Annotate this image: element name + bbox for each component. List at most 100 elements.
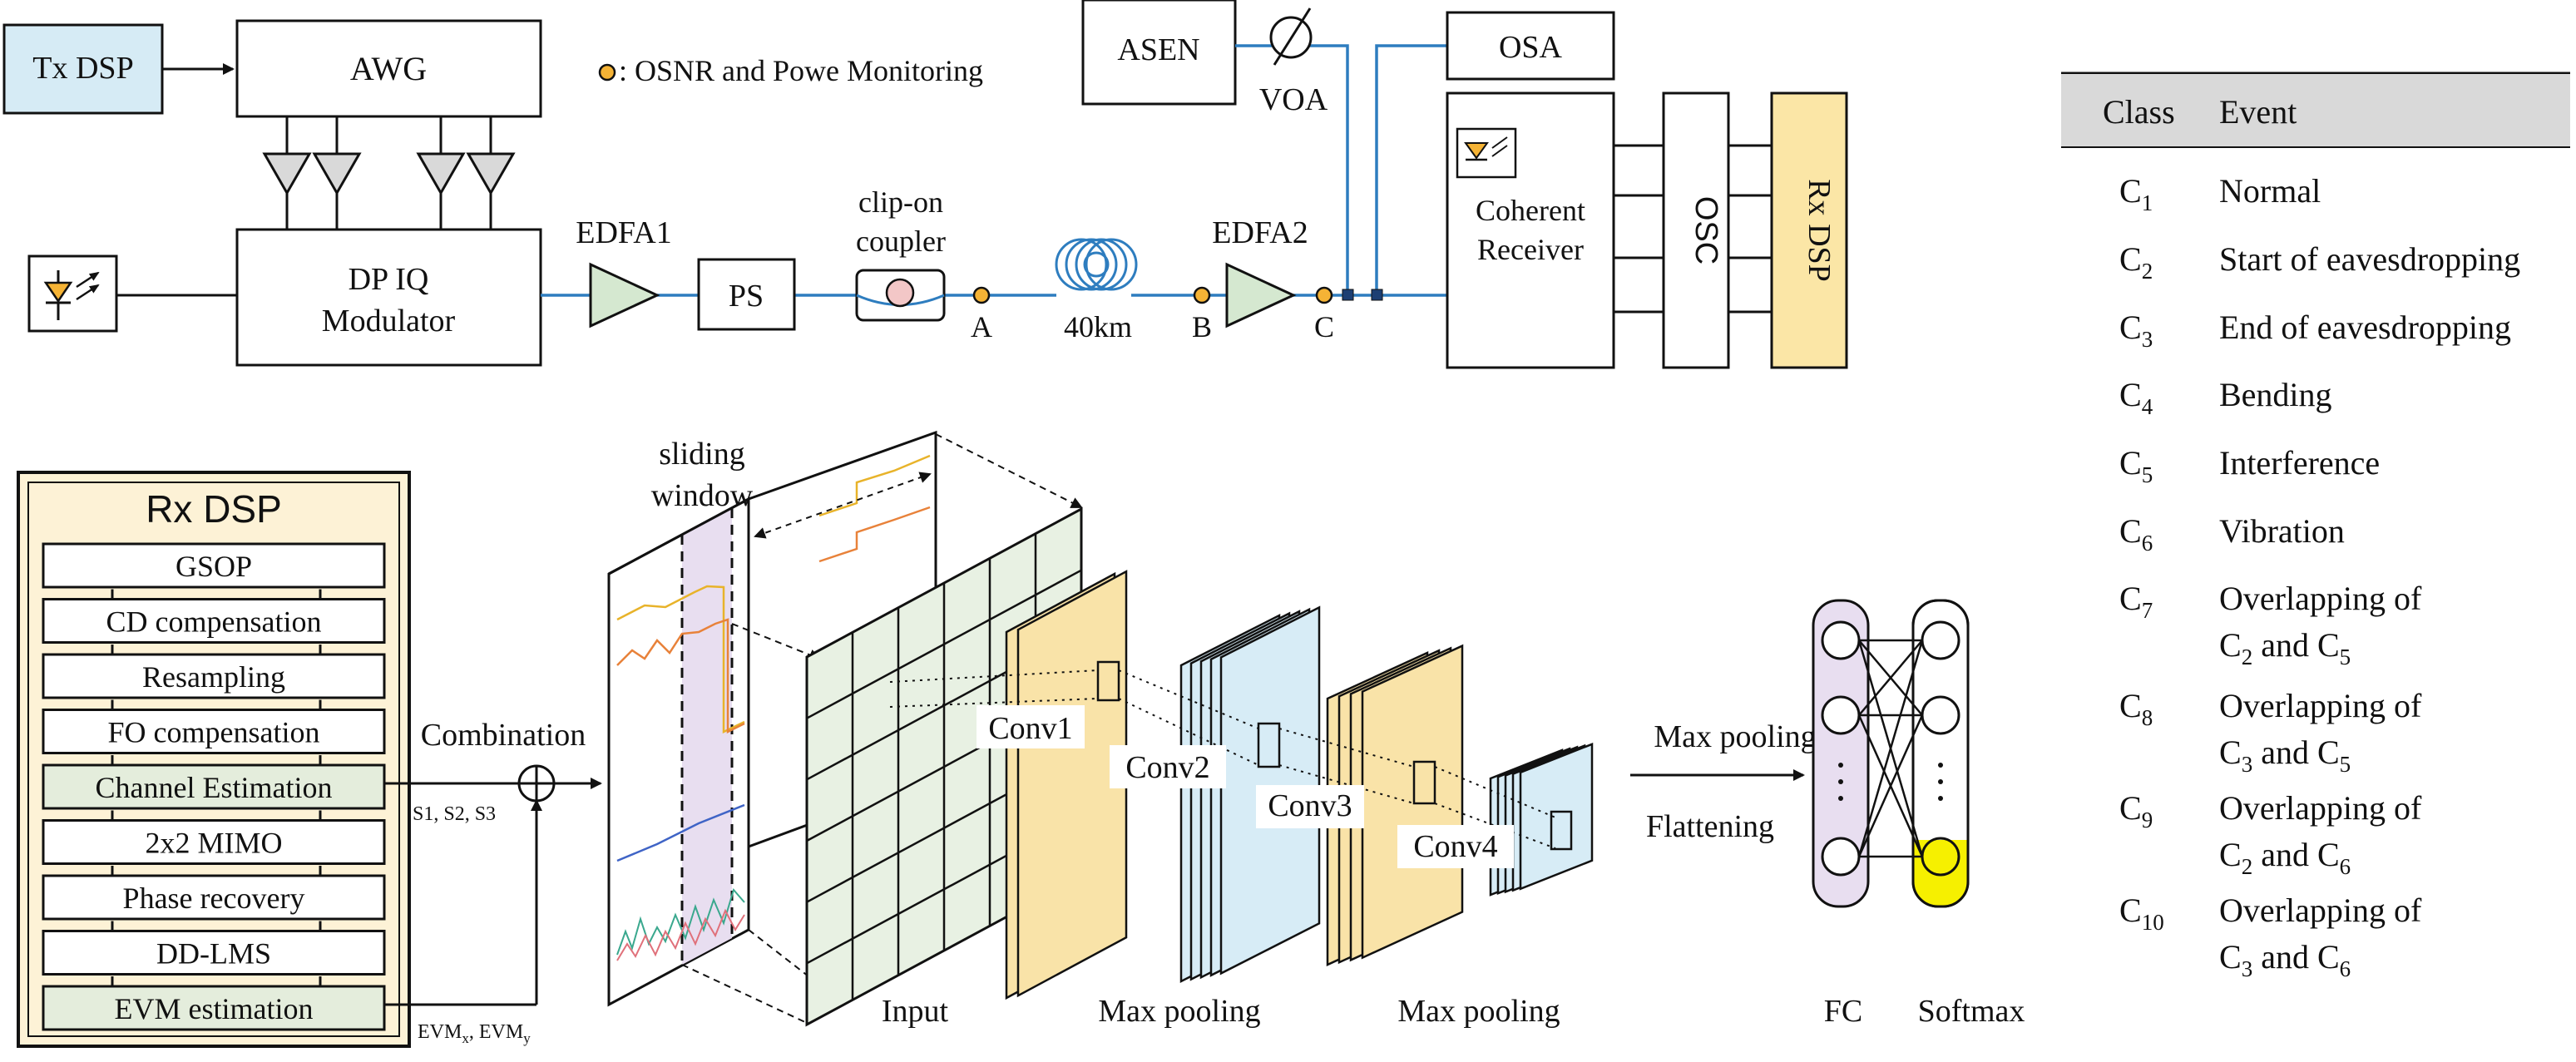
coupler-icon (885, 278, 915, 308)
rx-dsp-block-label: GSOP (176, 550, 252, 583)
monitor-dot-icon (972, 286, 991, 304)
fc-neuron (1821, 837, 1861, 877)
max-pooling-3-label: Max pooling (1654, 719, 1816, 754)
max-pooling-2-label: Max pooling (1397, 994, 1560, 1029)
fc-neuron (1821, 620, 1861, 660)
splitter-icon (1371, 289, 1383, 301)
class-event-detail: C2 and C5 (2219, 626, 2351, 669)
flatten-stage: Max pooling Flattening (1630, 719, 1817, 844)
tx-dsp-block: Tx DSP (2, 23, 164, 115)
class-symbol: C9 (2119, 789, 2153, 832)
class-event: Overlapping of (2219, 687, 2422, 724)
softmax-neuron (1921, 620, 1960, 660)
class-symbol: C1 (2119, 172, 2153, 215)
point-a-label: A (971, 310, 992, 343)
class-symbol: C10 (2119, 892, 2164, 935)
class-table-header-event: Event (2219, 93, 2297, 131)
softmax-label: Softmax (1918, 994, 2025, 1029)
fiber-length-label: 40km (1064, 310, 1132, 343)
driver-amplifiers (262, 116, 516, 230)
conv-labels: Conv1 Conv2 Conv3 Conv4 (977, 705, 1514, 868)
osa-label: OSA (1499, 30, 1563, 65)
monitor-dot-icon (1193, 286, 1211, 304)
awg-block: AWG (235, 19, 542, 118)
class-table-header (2061, 74, 2570, 147)
class-event: Overlapping of (2219, 892, 2422, 929)
softmax-neuron (1921, 695, 1960, 735)
rx-dsp-block: DD-LMS (42, 930, 386, 976)
receptive-field-connections (889, 660, 1573, 851)
rx-dsp-block: FO compensation (42, 709, 386, 754)
class-table-row: C6 Vibration (2119, 512, 2345, 556)
input-label: Input (882, 994, 949, 1029)
asen-block: ASEN (1081, 0, 1237, 106)
voa-attenuator: VOA (1259, 7, 1328, 117)
tx-dsp-label: Tx DSP (32, 51, 133, 86)
receiver-label-line2: Receiver (1477, 233, 1584, 266)
feature-map-stacks (1005, 570, 1594, 1000)
class-symbol: C7 (2119, 580, 2153, 623)
modulator-label-line2: Modulator (322, 304, 456, 338)
class-symbol: C8 (2119, 687, 2153, 730)
class-event: Overlapping of (2219, 789, 2422, 827)
rx-dsp-block: Resampling (42, 653, 386, 699)
rx-dsp-block-label: 2x2 MIMO (145, 827, 282, 860)
point-b-label: B (1192, 310, 1212, 343)
edfa1-label: EDFA1 (576, 215, 671, 250)
signal-window-front (607, 496, 750, 1007)
fc-softmax-network: FC Softmax (1812, 599, 2025, 1029)
conv3-label: Conv3 (1268, 788, 1352, 823)
driver-amp-icon (416, 152, 466, 196)
coupler-label-line2: coupler (856, 225, 946, 258)
rx-dsp-block-label: DD-LMS (156, 937, 271, 971)
class-event: Vibration (2219, 512, 2345, 550)
conv2-label: Conv2 (1125, 750, 1209, 785)
class-event: End of eavesdropping (2219, 309, 2511, 346)
edfa2-label: EDFA2 (1212, 215, 1308, 250)
class-table-header-class: Class (2103, 93, 2175, 131)
rx-dsp-block-label: Phase recovery (123, 882, 305, 915)
edfa1-icon (589, 262, 660, 328)
edfa2-icon (1225, 262, 1297, 328)
feature-map (1361, 644, 1464, 960)
rx-dsp-panel-title: Rx DSP (146, 487, 282, 531)
class-event-detail: C3 and C6 (2219, 938, 2351, 981)
rx-dsp-block-label: FO compensation (108, 716, 320, 749)
conv4-label: Conv4 (1413, 829, 1497, 864)
class-event: Overlapping of (2219, 580, 2422, 617)
coupler-label-line1: clip-on (858, 185, 943, 219)
class-symbol: C5 (2119, 444, 2153, 487)
monitor-dot-icon (598, 63, 616, 82)
rx-dsp-top-block: Rx DSP (1770, 91, 1848, 369)
evm-label: EVMx, EVMy (418, 1021, 531, 1046)
fiber-spool: 40km (1055, 238, 1138, 343)
class-symbol: C6 (2119, 512, 2153, 556)
driver-amp-icon (466, 152, 516, 196)
combination-stage: Combination S1, S2, S3 EVMx, EVMy (384, 718, 602, 1046)
monitor-point-a: A (971, 286, 992, 343)
class-table-row: C10 Overlapping of C3 and C6 (2119, 892, 2422, 981)
osc-label: OSC (1688, 196, 1723, 264)
modulator-block: DP IQ Modulator (235, 228, 542, 367)
monitor-point-b: B (1192, 286, 1212, 343)
rx-dsp-block-label: Resampling (142, 660, 285, 694)
signal-trace-s1 (616, 585, 745, 734)
s-signals-label: S1, S2, S3 (413, 803, 496, 825)
feature-map (1519, 742, 1594, 891)
awg-label: AWG (350, 50, 427, 87)
ps-label: PS (729, 279, 764, 314)
signal-trace-s2 (616, 618, 745, 734)
class-table-row: C7 Overlapping of C2 and C5 (2119, 580, 2422, 669)
rx-dsp-block: 2x2 MIMO (42, 819, 386, 865)
edfa2-amplifier: EDFA2 (1212, 215, 1308, 328)
signal-trace-s3 (616, 803, 745, 862)
driver-amp-icon (312, 152, 362, 196)
